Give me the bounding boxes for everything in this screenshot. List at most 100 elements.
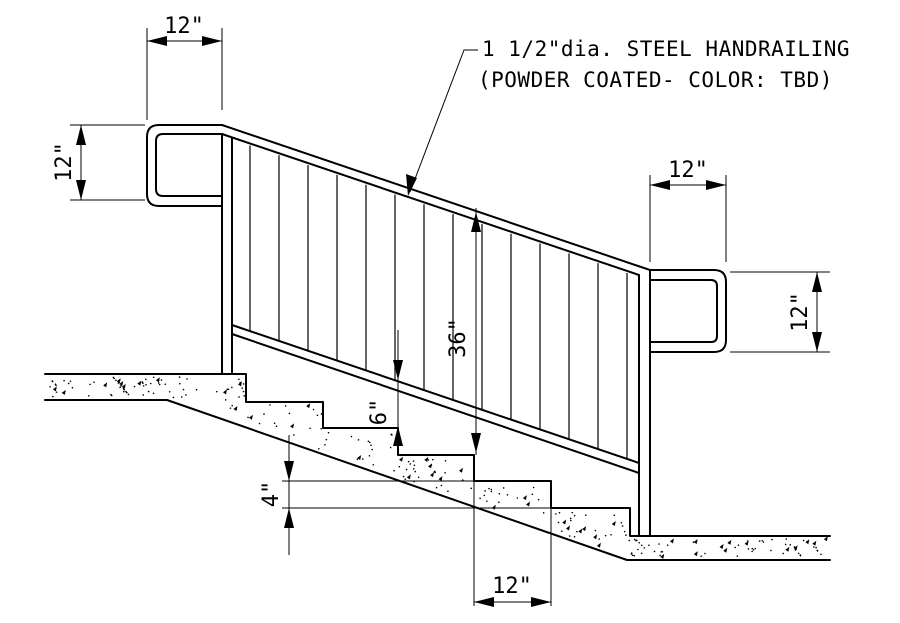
concrete-speckle bbox=[490, 488, 493, 491]
concrete-speckle bbox=[142, 385, 145, 387]
bottom-rail-upper bbox=[231, 324, 640, 464]
concrete-speckle bbox=[55, 391, 58, 393]
concrete-speckle bbox=[770, 549, 772, 552]
concrete-speckle bbox=[569, 517, 572, 520]
concrete-speckle bbox=[506, 494, 509, 496]
concrete-speckle bbox=[238, 378, 240, 381]
dim-step-riser bbox=[282, 435, 551, 555]
concrete-speckle bbox=[372, 463, 375, 466]
concrete-speckle bbox=[631, 554, 634, 557]
concrete-aggregate bbox=[491, 504, 496, 510]
concrete-speckle bbox=[49, 385, 51, 388]
concrete-speckle bbox=[440, 484, 443, 487]
concrete-speckle bbox=[398, 465, 401, 468]
concrete-speckle bbox=[142, 382, 144, 385]
concrete-aggregate bbox=[290, 423, 295, 429]
concrete-aggregate bbox=[103, 382, 108, 388]
concrete-aggregate bbox=[428, 463, 433, 469]
concrete-speckle bbox=[238, 396, 240, 398]
bottom-extension-outer bbox=[649, 269, 727, 353]
concrete-speckle bbox=[484, 490, 486, 492]
concrete-aggregate bbox=[155, 377, 160, 383]
concrete-speckle bbox=[88, 394, 90, 397]
concrete-speckle bbox=[700, 555, 703, 557]
concrete-aggregate bbox=[660, 553, 665, 559]
concrete-speckle bbox=[409, 463, 412, 465]
dim-label-top-extension-width: 12" bbox=[164, 14, 204, 39]
concrete-speckle bbox=[761, 539, 764, 542]
concrete-speckle bbox=[89, 383, 91, 386]
concrete-aggregate bbox=[399, 456, 404, 462]
concrete-speckle bbox=[309, 427, 311, 430]
concrete-speckle bbox=[434, 471, 436, 474]
concrete-speckle bbox=[235, 407, 237, 410]
concrete-speckle bbox=[758, 540, 761, 542]
dim-bottom-extension-height bbox=[730, 271, 830, 353]
concrete-speckle bbox=[186, 378, 188, 380]
concrete-speckle bbox=[147, 390, 150, 393]
concrete-speckle bbox=[771, 538, 773, 541]
concrete-speckle bbox=[628, 539, 631, 542]
concrete-aggregate bbox=[406, 474, 411, 480]
concrete-speckle bbox=[635, 539, 637, 542]
bottom-extension-inner bbox=[649, 279, 718, 343]
concrete-speckle bbox=[316, 414, 319, 417]
concrete-aggregate bbox=[222, 389, 227, 395]
concrete-speckle bbox=[113, 377, 116, 380]
concrete-speckle bbox=[653, 550, 656, 553]
concrete-speckle bbox=[815, 546, 817, 549]
concrete-speckle bbox=[789, 544, 792, 546]
concrete-speckle bbox=[444, 460, 447, 462]
concrete-speckle bbox=[557, 521, 560, 524]
stair-soffit-line bbox=[44, 399, 831, 561]
concrete-aggregate bbox=[578, 528, 583, 534]
concrete-speckle bbox=[813, 546, 815, 548]
dim-label-step-tread: 12" bbox=[492, 574, 532, 599]
concrete-speckle bbox=[604, 534, 607, 537]
concrete-speckle bbox=[350, 435, 353, 438]
dim-top-extension-width bbox=[146, 28, 223, 120]
concrete-aggregate bbox=[805, 539, 810, 545]
concrete-speckle bbox=[444, 471, 446, 474]
concrete-speckle bbox=[269, 404, 271, 406]
dim-label-step-riser: 4" bbox=[259, 481, 284, 508]
concrete-speckle bbox=[794, 549, 797, 551]
concrete-speckle bbox=[229, 407, 232, 409]
concrete-speckle bbox=[324, 443, 326, 446]
concrete-speckle bbox=[820, 553, 822, 556]
concrete-speckle bbox=[120, 385, 122, 387]
concrete-speckle bbox=[613, 514, 616, 517]
concrete-speckle bbox=[637, 548, 639, 551]
concrete-speckle bbox=[160, 379, 163, 381]
concrete-aggregate bbox=[430, 472, 435, 478]
concrete-speckle bbox=[119, 386, 121, 389]
concrete-speckle bbox=[799, 554, 802, 556]
concrete-speckle bbox=[414, 470, 417, 473]
concrete-speckle bbox=[633, 554, 636, 557]
concrete-aggregate bbox=[61, 389, 66, 395]
concrete-speckle bbox=[643, 547, 646, 549]
concrete-speckle bbox=[110, 394, 113, 397]
concrete-speckle bbox=[158, 383, 161, 386]
concrete-speckle bbox=[168, 391, 171, 393]
concrete-speckle bbox=[747, 548, 750, 550]
concrete-speckle bbox=[368, 441, 371, 444]
concrete-speckle bbox=[558, 511, 561, 514]
concrete-speckle bbox=[52, 395, 54, 398]
concrete-aggregate bbox=[522, 495, 527, 501]
concrete-aggregate bbox=[237, 381, 242, 387]
concrete-speckle bbox=[648, 544, 650, 547]
concrete-speckle bbox=[435, 486, 438, 489]
dim-bottom-extension-width bbox=[649, 175, 727, 262]
concrete-speckle bbox=[620, 521, 623, 524]
concrete-speckle bbox=[320, 413, 323, 415]
top-rail-outer bbox=[146, 124, 651, 271]
concrete-aggregate bbox=[526, 501, 531, 507]
concrete-speckle bbox=[630, 553, 633, 555]
concrete-aggregate bbox=[785, 546, 790, 552]
concrete-speckle bbox=[125, 391, 128, 394]
concrete-speckle bbox=[178, 376, 181, 378]
concrete-aggregate bbox=[582, 526, 587, 532]
concrete-speckle bbox=[258, 422, 261, 425]
concrete-aggregate bbox=[52, 386, 57, 392]
